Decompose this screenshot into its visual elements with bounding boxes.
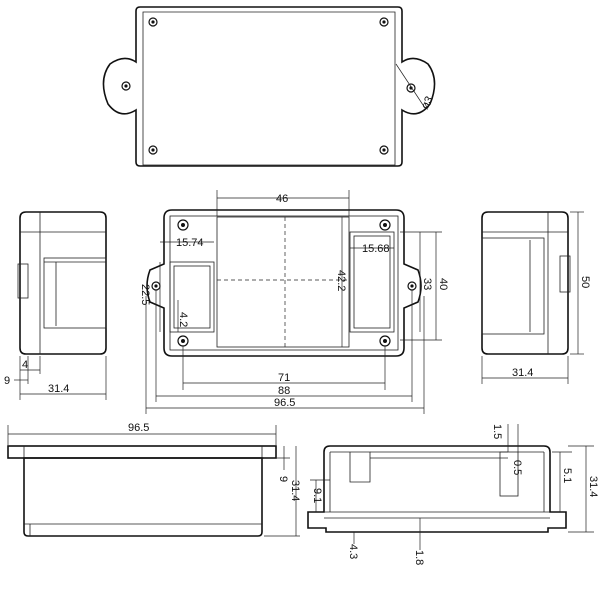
left-cut-width-label: 15.74 <box>176 237 204 249</box>
left-side-view: 4 9 31.4 <box>4 211 107 400</box>
bottom-length-label: 96.5 <box>128 422 149 434</box>
section-view: 1.5 0.5 5.1 31.4 9.1 4.3 1.8 <box>307 424 599 565</box>
left-cutout <box>169 261 215 333</box>
display-window <box>216 216 350 348</box>
sec-zero-five-label: 0.5 <box>511 460 523 475</box>
sec-four-three-label: 4.3 <box>347 544 359 559</box>
right-side-view: 50 31.4 <box>481 211 591 384</box>
bottom-body <box>23 457 263 537</box>
bottom-view: 96.5 9 31.4 <box>7 422 301 537</box>
mount-length-label: 88 <box>278 385 290 397</box>
bottom-flange <box>7 445 277 459</box>
sec-nine-one-label: 9.1 <box>311 488 323 503</box>
right-side-outline <box>481 211 569 355</box>
right-side-depth-label: 31.4 <box>512 367 533 379</box>
sec-one-five-label: 1.5 <box>491 424 503 439</box>
bottom-depth-label: 31.4 <box>289 480 301 501</box>
section-outline <box>307 445 567 533</box>
body-height-label: 40 <box>437 278 449 290</box>
sec-depth-label: 31.4 <box>587 476 599 497</box>
side-height-label: 50 <box>579 276 591 288</box>
mount-hole-icon <box>121 17 416 155</box>
front-view-outline <box>146 209 422 357</box>
side-nine-label: 9 <box>4 375 10 387</box>
bottom-nine-label: 9 <box>277 476 289 482</box>
top-view-inner-outline <box>142 11 396 166</box>
front-view: 46 15.74 15.68 42.2 22.5 4.2 33 40 71 <box>139 190 449 414</box>
sec-one-eight-label: 1.8 <box>413 550 425 565</box>
left-side-outline <box>19 211 107 355</box>
window-width-label: 46 <box>276 193 288 205</box>
cut-offset-label: 4.2 <box>177 312 189 327</box>
right-cutout <box>349 231 395 333</box>
ear-height-label: 22.5 <box>139 284 151 305</box>
side-depth-label: 31.4 <box>48 383 69 395</box>
top-view-outline <box>102 6 436 167</box>
sec-five-one-label: 5.1 <box>561 468 573 483</box>
hole-spacing-label: 71 <box>278 372 290 384</box>
hole-diameter-label: ø3 <box>419 94 436 111</box>
side-four-label: 4 <box>22 359 28 371</box>
right-cut-width-label: 15.68 <box>362 243 390 255</box>
total-length-label: 96.5 <box>274 397 295 409</box>
front-hole-icon <box>151 219 417 347</box>
mount-height-label: 33 <box>421 278 433 290</box>
top-view: ø3 <box>102 6 436 167</box>
window-height-label: 42.2 <box>335 270 347 291</box>
